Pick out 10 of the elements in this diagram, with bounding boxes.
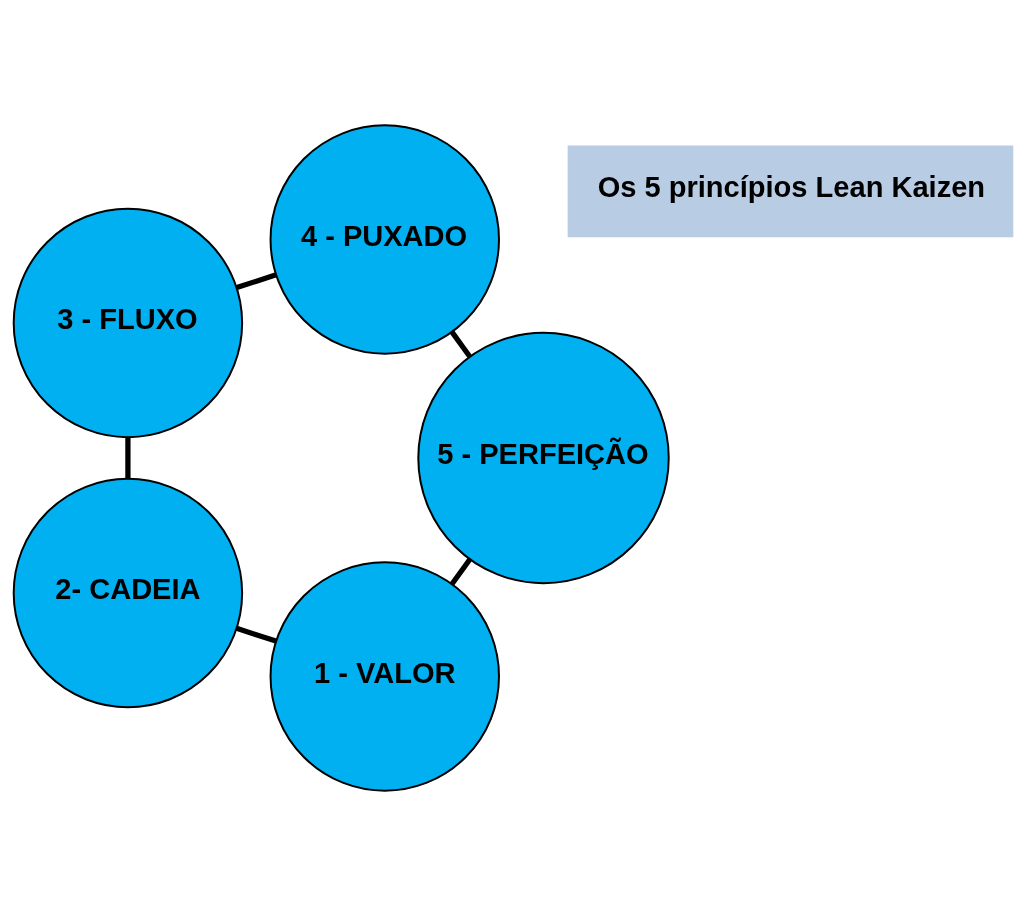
node-circle: 4 - PUXADO (269, 123, 500, 355)
node-circle: 1 - VALOR (269, 560, 500, 792)
node-circle: 2- CADEIA (12, 477, 244, 708)
connector (449, 330, 472, 358)
connector (235, 625, 277, 644)
node-box: Os 5 princípios Lean Kaizen (567, 144, 1014, 237)
connector (449, 557, 472, 586)
connector (236, 271, 277, 290)
connector (125, 436, 131, 478)
node-circle: 3 - FLUXO (12, 207, 244, 438)
